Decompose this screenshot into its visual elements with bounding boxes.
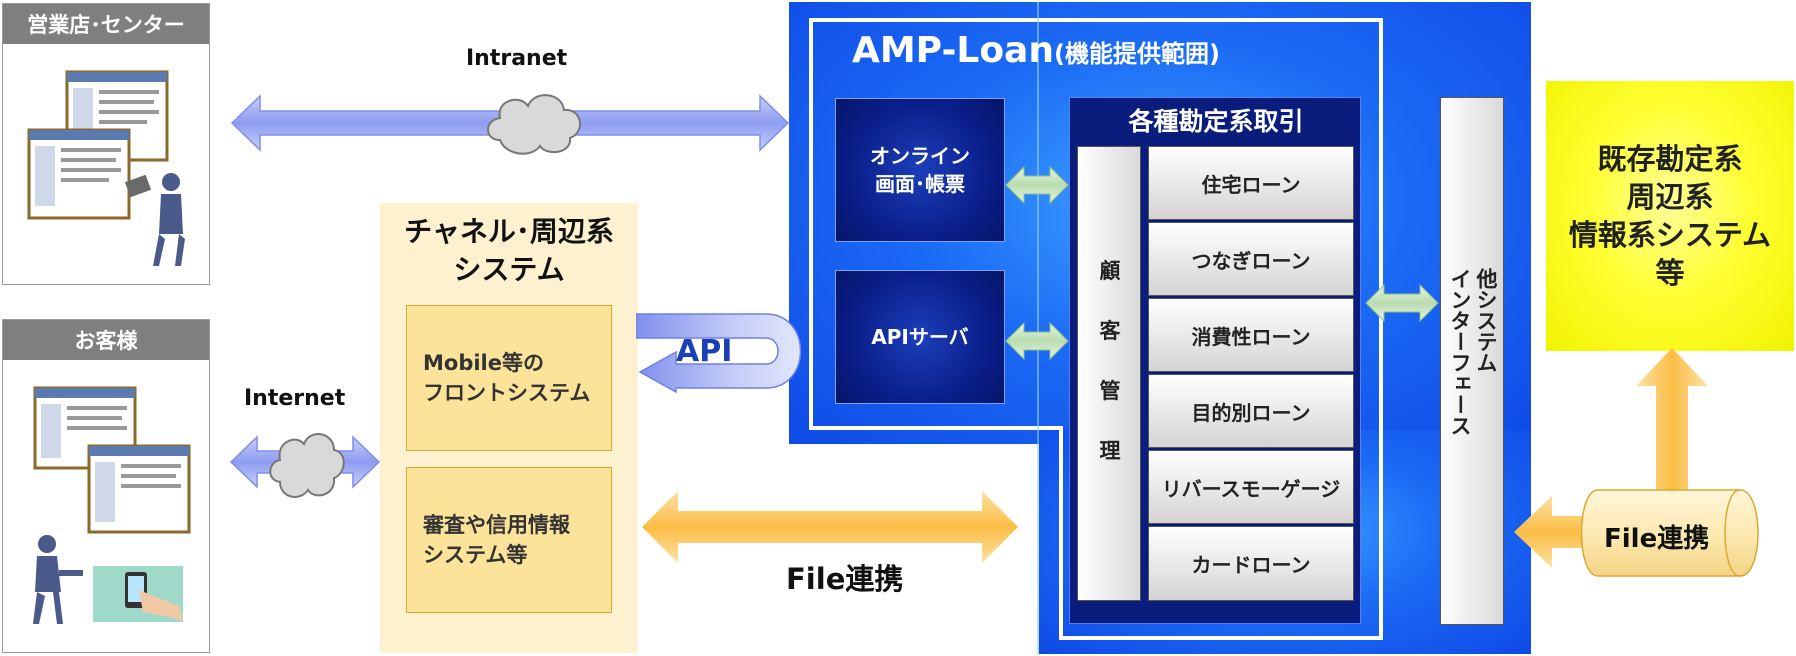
loan-item-reverse-mortgage: リバースモーゲージ [1148,450,1354,524]
loan-item-purpose: 目的別ローン [1148,374,1354,448]
file-link-arrow [642,491,1018,563]
existing-line2: 周辺系 [1626,180,1714,214]
branch-title: 営業店･センター [3,4,209,44]
file-to-amp-arrow [1514,496,1606,568]
channel-title-line2: システム [453,253,565,286]
other-system-interface-label: 他システム インターフェース [1441,268,1505,468]
channel-title-line1: チャネル･周辺系 [404,215,614,248]
intranet-label: Intranet [466,46,568,71]
loan-item-card: カードローン [1148,526,1354,601]
interface-link-arrow [1365,283,1439,323]
file-cylinder-label: File連携 [1604,524,1710,554]
branch-panel: 営業店･センター [2,3,210,285]
api-server-box: APIサーバ [835,270,1005,404]
amp-loan-title: AMP-Loan(機能提供範囲) [852,30,1220,71]
online-line2: 画面･帳票 [875,172,965,196]
file-cylinder-icon [1580,489,1759,577]
online-screen-box: オンライン 画面･帳票 [835,98,1005,242]
file-link-label: File連携 [786,562,904,596]
customer-mgmt-char: 客 [1099,319,1121,343]
online-line1: オンライン [870,144,970,168]
amp-loan-frame [809,2,1383,654]
loan-item-bridge: つなぎローン [1148,222,1354,296]
file-to-existing-arrow [1636,348,1708,490]
person-desk-icon [33,535,83,624]
front-system-line2: フロントシステム [423,381,591,405]
amp-loan-subtitle: (機能提供範囲) [1053,40,1220,68]
customer-title: お客様 [3,320,209,360]
credit-system-line1: 審査や信用情報 [423,513,570,537]
existing-line4: 等 [1655,256,1685,290]
smartphone-hand-icon [93,566,183,622]
branch-illustration [27,70,185,266]
browser-window-icon [87,444,191,534]
browser-window-icon [27,128,131,220]
person-laptop-icon [124,173,185,266]
internet-label: Internet [244,386,346,411]
customer-management-box: 顧 客 管 理 [1077,146,1141,601]
other-if-line2: インターフェース [1448,268,1472,436]
loan-item-consumer: 消費性ローン [1148,298,1354,372]
channel-system-title: チャネル･周辺系 システム [380,213,638,289]
existing-line3: 情報系システム [1568,218,1772,252]
credit-system-line2: システム等 [423,543,528,567]
other-if-line1: 他システム [1474,268,1498,373]
front-system-box: Mobile等の フロントシステム [406,305,612,451]
existing-systems-box: 既存勘定系 周辺系 情報系システム 等 [1546,81,1794,351]
customer-mgmt-char: 理 [1099,439,1121,463]
accounting-panel: 各種勘定系取引 顧 客 管 理 住宅ローン つなぎローン 消費性ローン 目的別ロ… [1069,97,1361,624]
customer-mgmt-char: 顧 [1099,259,1121,283]
intranet-cloud-icon [487,94,581,155]
front-system-line1: Mobile等の [423,351,544,375]
amp-loan-name: AMP-Loan [852,30,1054,71]
other-system-interface-box: 他システム インターフェース [1440,97,1504,625]
customer-panel: お客様 [2,319,210,653]
customer-mgmt-char: 管 [1099,379,1121,403]
online-link-arrow [1005,165,1069,205]
api-label: API [676,334,733,369]
credit-system-box: 審査や信用情報 システム等 [406,467,612,613]
accounting-title: 各種勘定系取引 [1128,107,1304,136]
customer-illustration [33,386,191,624]
api-arrow [636,313,802,394]
existing-line1: 既存勘定系 [1597,142,1743,176]
api-server-label: APIサーバ [871,325,969,349]
loan-item-housing: 住宅ローン [1148,146,1354,220]
channel-system-panel: チャネル･周辺系 システム Mobile等の フロントシステム 審査や信用情報 … [380,203,638,653]
internet-cloud-icon [269,433,345,498]
api-server-link-arrow [1005,321,1069,361]
